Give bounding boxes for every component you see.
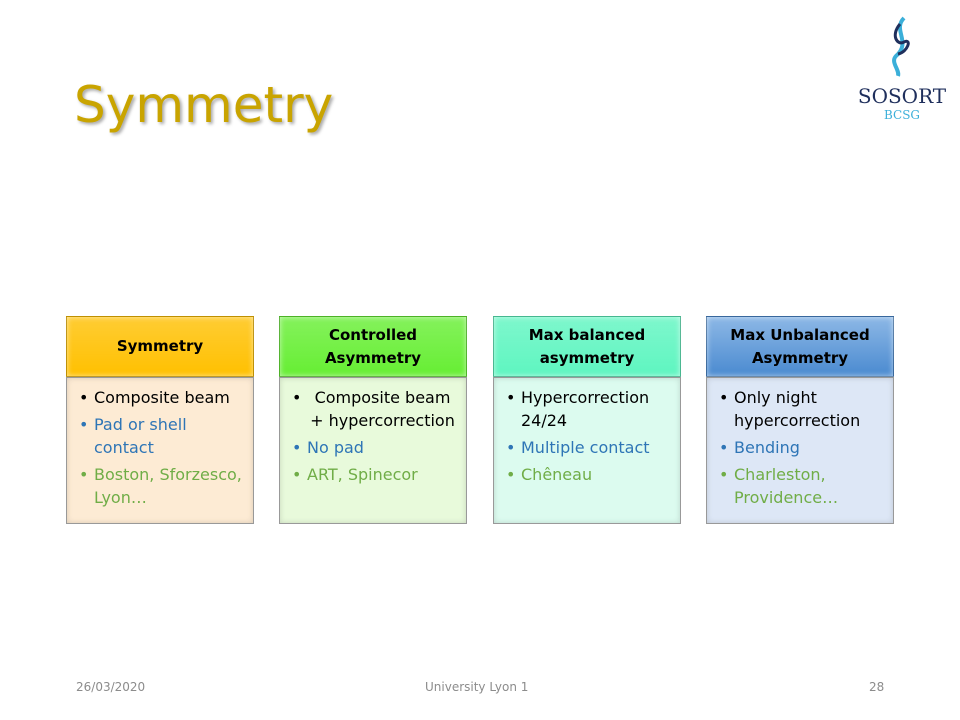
spine-logo-icon	[892, 16, 910, 77]
logo-subtitle: BCSG	[883, 108, 921, 122]
slide-title: Symmetry	[74, 76, 334, 134]
sosort-logo: SOSORT BCSG	[852, 16, 952, 122]
category-header: Symmetry	[66, 316, 254, 377]
footer-center: University Lyon 1	[425, 680, 529, 694]
bullet-item: Bending	[719, 436, 885, 459]
bullet-item: Boston, Sforzesco, Lyon…	[79, 463, 245, 509]
bullet-item: Pad or shell contact	[79, 413, 245, 459]
bullet-item: Composite beam	[79, 386, 245, 409]
category-body: Hypercorrection 24/24Multiple contactChê…	[493, 377, 681, 524]
category-body: Composite beamPad or shell contactBoston…	[66, 377, 254, 524]
bullet-item: Chêneau	[506, 463, 672, 486]
bullet-item: Charleston, Providence…	[719, 463, 885, 509]
category-body: Composite beam + hypercorrection No padAR…	[279, 377, 467, 524]
category-box: Controlled AsymmetryComposite beam + hyp…	[279, 316, 467, 524]
category-header: Max balanced asymmetry	[493, 316, 681, 377]
footer-page-number: 28	[869, 680, 885, 694]
bullet-item: Composite beam + hypercorrection	[292, 386, 458, 432]
category-header: Max Unbalanced Asymmetry	[706, 316, 894, 377]
bullet-item: Multiple contact	[506, 436, 672, 459]
bullet-item: No pad	[292, 436, 458, 459]
logo-name: SOSORT	[857, 84, 947, 108]
category-box: SymmetryComposite beamPad or shell conta…	[66, 316, 254, 524]
category-header: Controlled Asymmetry	[279, 316, 467, 377]
bullet-item: ART, Spinecor	[292, 463, 458, 486]
category-box: Max balanced asymmetryHypercorrection 24…	[493, 316, 681, 524]
bullet-item: Hypercorrection 24/24	[506, 386, 672, 432]
category-body: Only night hypercorrectionBendingCharles…	[706, 377, 894, 524]
category-box: Max Unbalanced AsymmetryOnly night hyper…	[706, 316, 894, 524]
bullet-item: Only night hypercorrection	[719, 386, 885, 432]
footer-date: 26/03/2020	[76, 680, 146, 694]
